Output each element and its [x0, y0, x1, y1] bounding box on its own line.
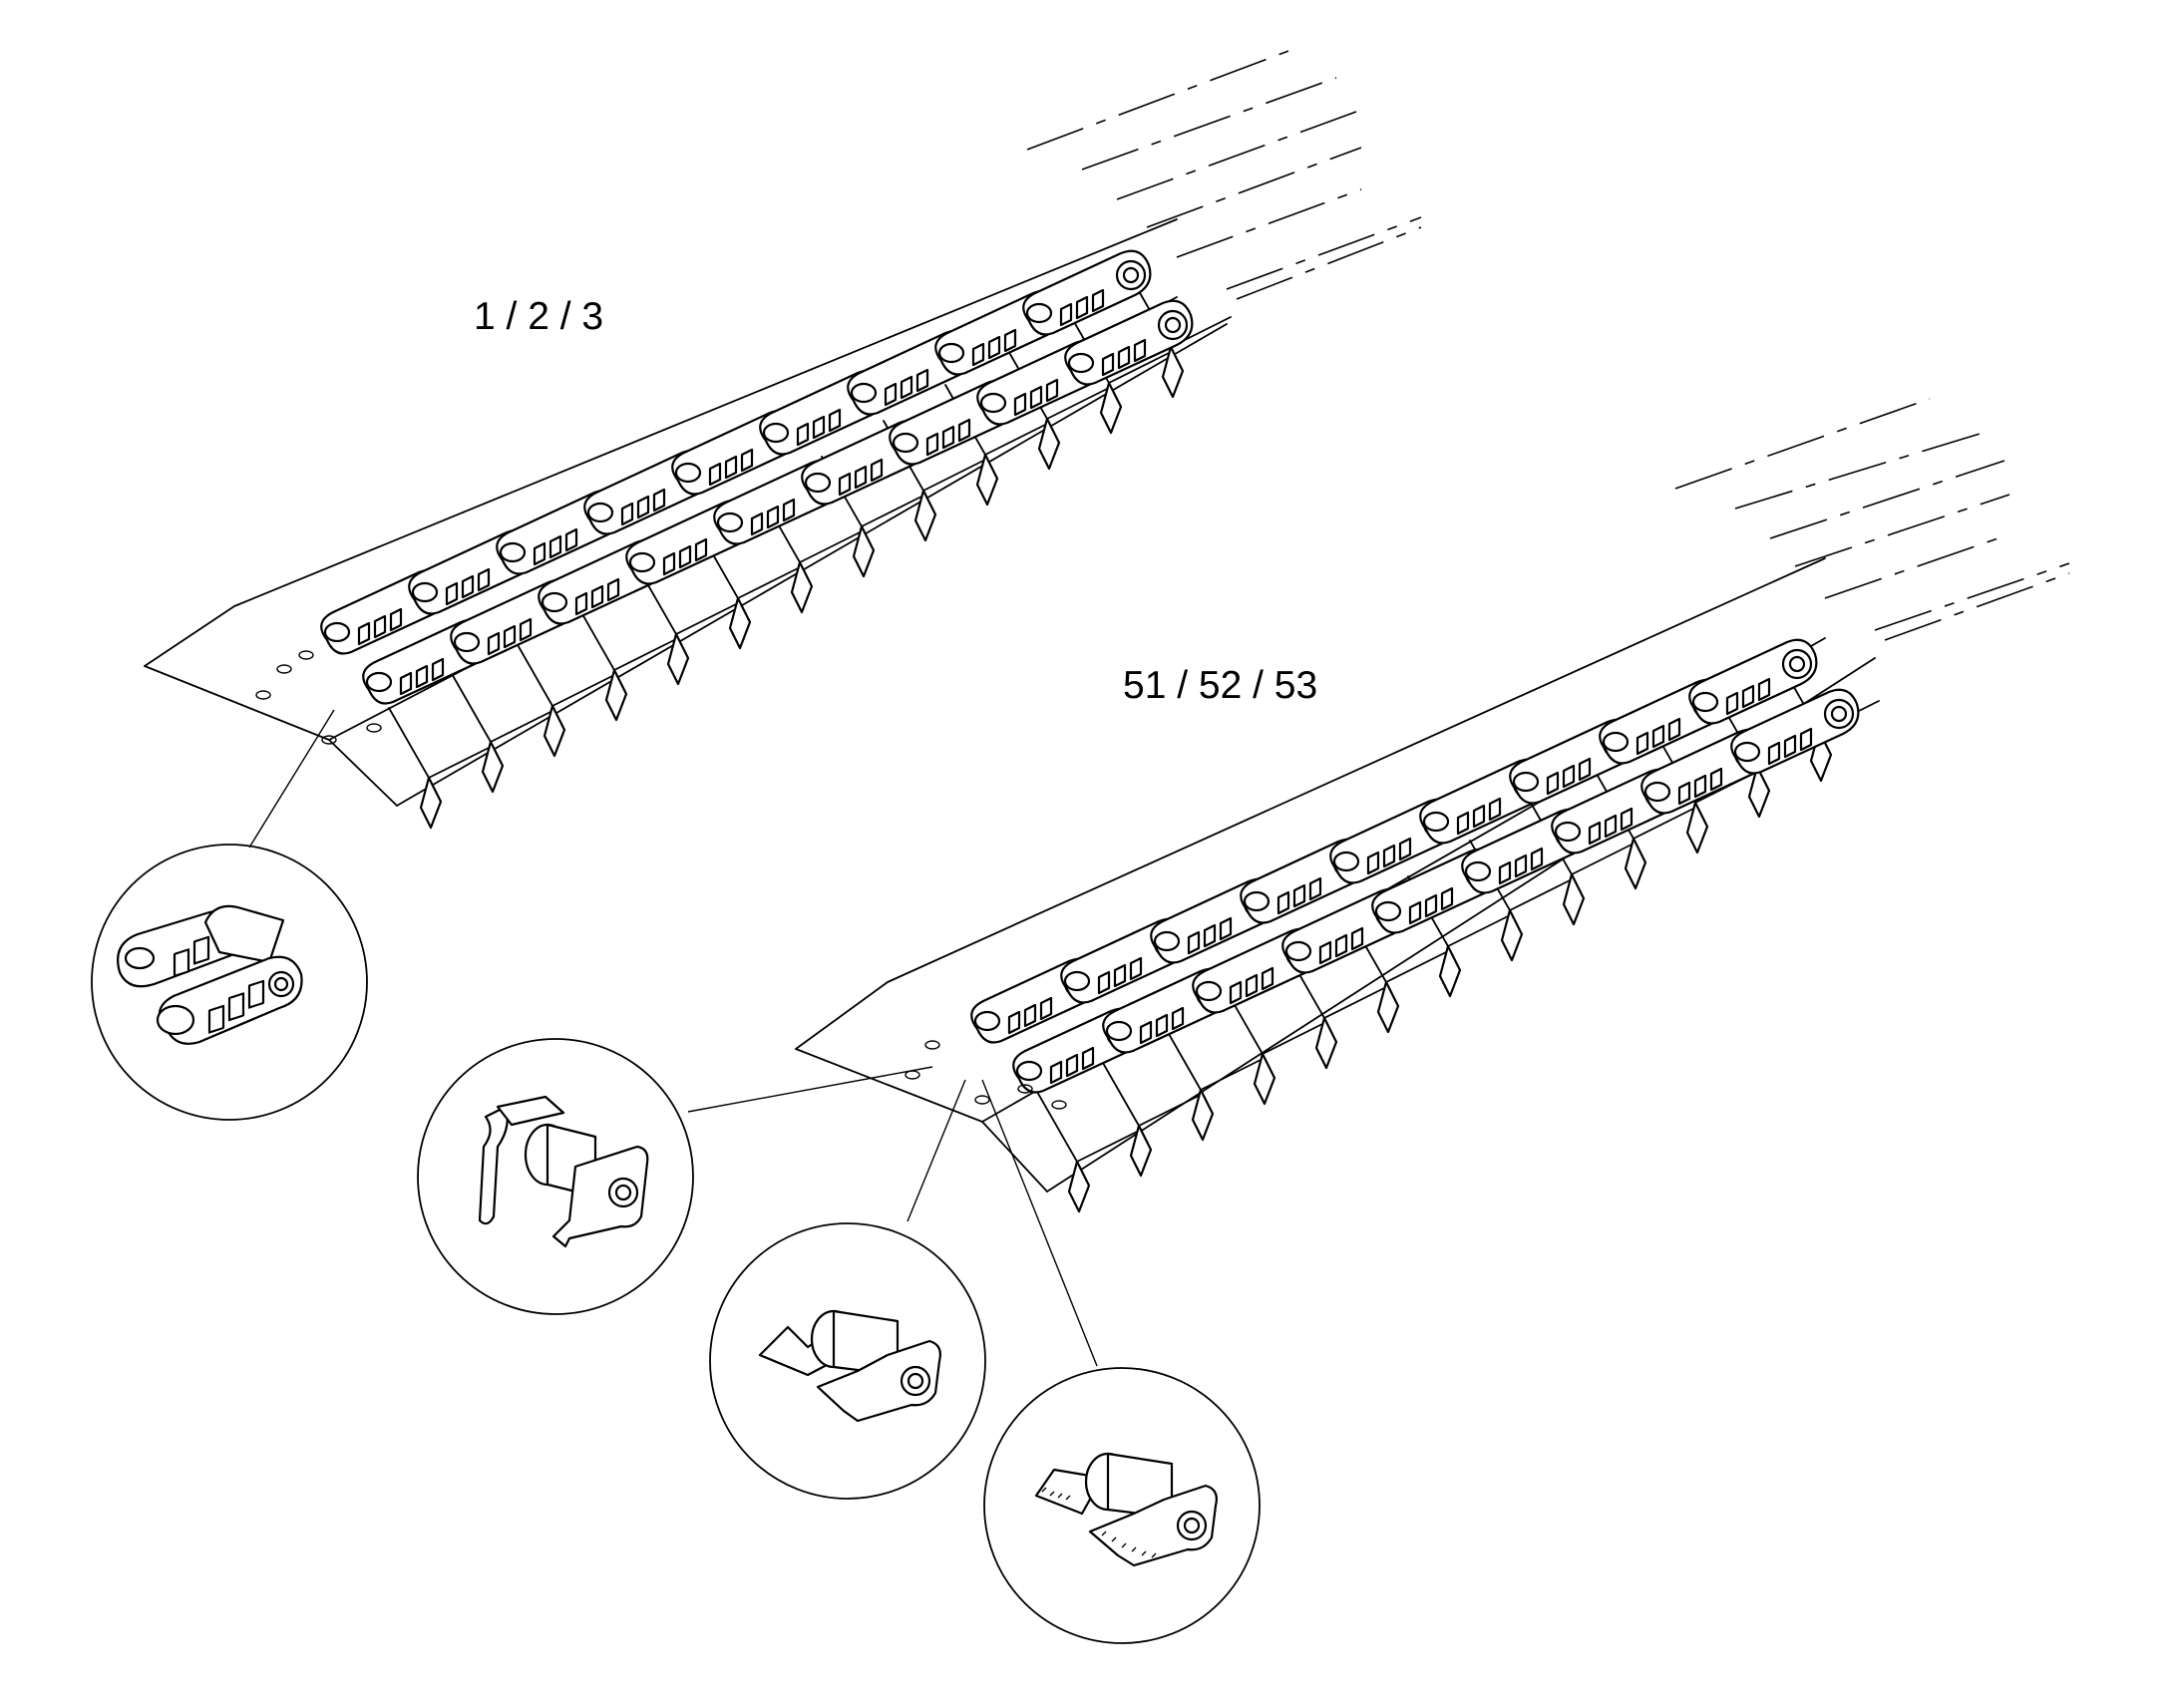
- cleat-row-top: [388, 276, 1232, 830]
- track-cleat: [635, 563, 737, 686]
- chain-strand-back-top: [320, 249, 1152, 655]
- chain-pin-detail-icon-a: [478, 1095, 649, 1248]
- chain-track-assembly-top: [144, 49, 1422, 830]
- label-bottom-assembly: 51 / 52 / 53: [1123, 664, 1317, 707]
- continuation-lines-top: [1026, 49, 1422, 300]
- chain-pin-detail-icon-c: [1034, 1452, 1218, 1567]
- chain-link-front: [1064, 299, 1194, 386]
- chain-strand-back-bottom: [970, 638, 1818, 1044]
- track-cleat: [1160, 1019, 1262, 1142]
- track-cleat: [1222, 983, 1323, 1106]
- chain-pin-detail-icon-b: [758, 1309, 941, 1423]
- plate-holes-bottom: [905, 1040, 1067, 1110]
- detail-callout-1: [91, 844, 368, 1121]
- continuation-lines-bottom: [1674, 398, 2070, 641]
- chain-link-back: [1022, 249, 1152, 336]
- track-cleat: [1068, 312, 1170, 435]
- leader-lines: [248, 709, 1098, 1367]
- chain-link-detail-icon: [117, 904, 303, 1045]
- track-cleat: [450, 671, 551, 794]
- chain-strand-front-bottom: [1012, 688, 1860, 1094]
- track-cleat: [1098, 1055, 1200, 1178]
- detail-callout-3: [709, 1222, 986, 1500]
- chain-strand-front-top: [362, 299, 1194, 705]
- detail-callout-2: [417, 1038, 694, 1315]
- track-cleat: [1036, 1091, 1138, 1213]
- track-cleat: [573, 599, 675, 722]
- label-top-assembly: 1 / 2 / 3: [474, 295, 603, 338]
- chain-track-assembly-bottom: [795, 398, 2070, 1213]
- chain-link-front: [1730, 688, 1860, 775]
- track-cleat: [512, 635, 613, 758]
- track-cleat: [388, 707, 490, 830]
- chain-link-back: [1688, 638, 1818, 725]
- cleat-row-bottom: [1036, 660, 1880, 1213]
- plate-holes-top: [255, 650, 382, 745]
- detail-callout-4: [983, 1367, 1261, 1644]
